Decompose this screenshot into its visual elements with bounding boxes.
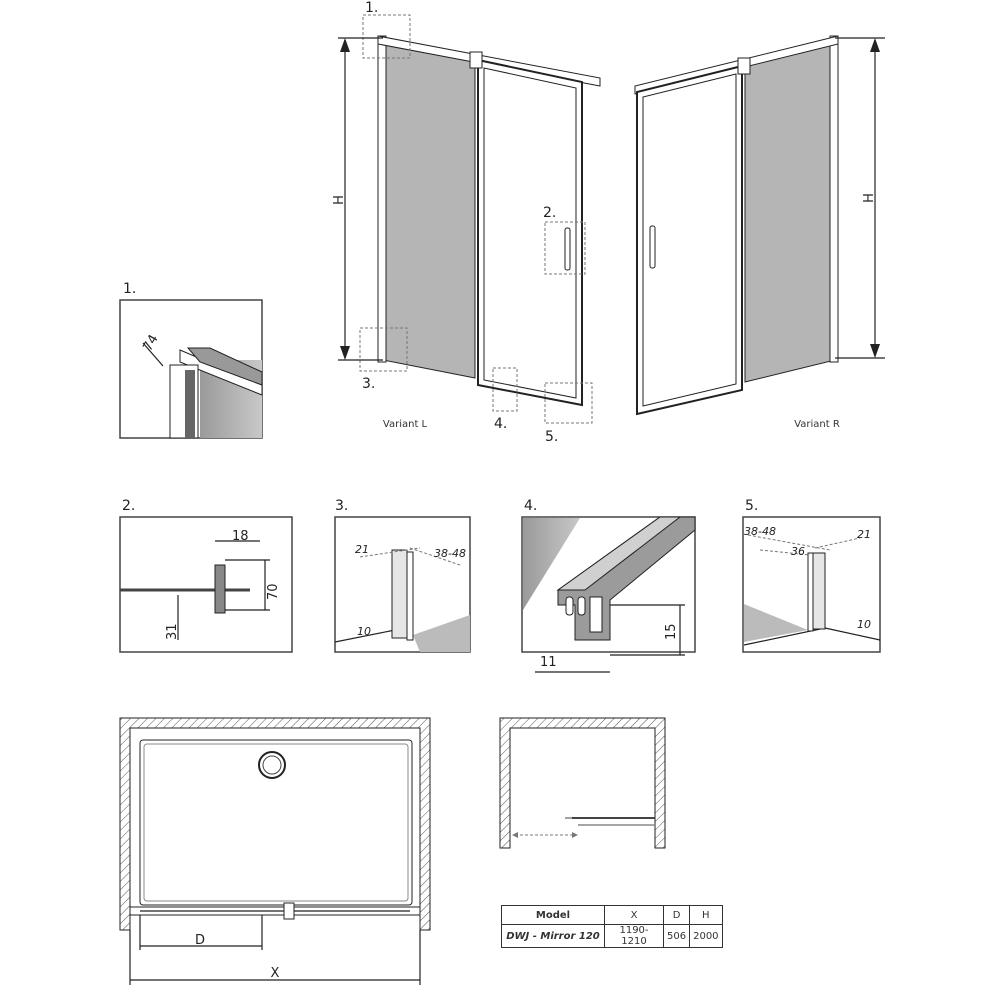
detail-3: 3. 21 38-48 10 <box>334 498 471 653</box>
callout-box-2 <box>544 221 586 275</box>
variant-l-label: Variant L <box>383 419 428 430</box>
callout-label-1: 1. <box>365 0 378 16</box>
detail-3-dim-c: 10 <box>357 625 371 638</box>
callout-label-5: 5. <box>545 429 558 445</box>
detail-5: 5. 38-48 21 36 10 <box>742 498 881 653</box>
callout-label-3: 3. <box>362 376 375 392</box>
variant-r-label: Variant R <box>794 419 840 430</box>
detail-4-height: 15 <box>664 623 679 640</box>
header-d: D <box>662 905 691 925</box>
cell-h: 2000 <box>689 924 723 948</box>
detail-1-dim: 74 <box>140 332 161 354</box>
header-h: H <box>689 905 723 925</box>
detail-5-label: 5. <box>745 498 758 514</box>
plan-view: D X <box>119 717 431 985</box>
detail-1-label: 1. <box>123 281 136 297</box>
door-handle <box>564 227 571 271</box>
detail-2: 2. 18 70 31 <box>119 498 293 653</box>
header-x: X <box>604 905 664 925</box>
variant-l-drawing: 1. 2. 3. 4. 5. H Variant L <box>332 0 601 445</box>
detail-5-dim-d: 10 <box>857 618 871 631</box>
detail-5-dim-b: 21 <box>857 528 871 541</box>
callout-box-4 <box>492 367 518 412</box>
callout-label-2: 2. <box>543 205 556 221</box>
detail-1: 1. 74 <box>119 281 263 439</box>
detail-3-dim-a: 21 <box>355 543 369 556</box>
table-row: DWJ - Mirror 120 1190-1210 506 2000 <box>501 924 723 948</box>
variant-r-drawing: H Variant R <box>634 35 885 430</box>
detail-4: 4. 15 11 <box>521 498 696 673</box>
height-label-right: H <box>862 193 877 203</box>
detail-4-width: 11 <box>540 655 557 670</box>
header-model: Model <box>501 905 605 925</box>
detail-4-label: 4. <box>524 498 537 514</box>
cell-model: DWJ - Mirror 120 <box>501 924 605 948</box>
cell-x: 1190-1210 <box>604 924 664 948</box>
detail-3-label: 3. <box>335 498 348 514</box>
door-handle-r <box>649 225 656 269</box>
plan-x-label: X <box>271 966 280 981</box>
detail-3-dim-b: 38-48 <box>434 547 466 560</box>
height-label-left: H <box>332 195 347 205</box>
small-plan-view <box>499 717 666 849</box>
detail-2-height: 70 <box>266 583 281 600</box>
spec-table: Model X D H DWJ - Mirror 120 1190-1210 5… <box>501 905 723 948</box>
detail-2-offset: 31 <box>165 623 180 640</box>
callout-box-5 <box>544 382 593 424</box>
table-header-row: Model X D H <box>501 905 723 925</box>
detail-5-dim-c: 36 <box>791 545 805 558</box>
cell-d: 506 <box>662 924 691 948</box>
detail-2-width: 18 <box>232 529 249 544</box>
detail-5-dim-a: 38-48 <box>744 525 776 538</box>
plan-d-label: D <box>195 933 205 948</box>
callout-label-4: 4. <box>494 416 507 432</box>
detail-2-label: 2. <box>122 498 135 514</box>
